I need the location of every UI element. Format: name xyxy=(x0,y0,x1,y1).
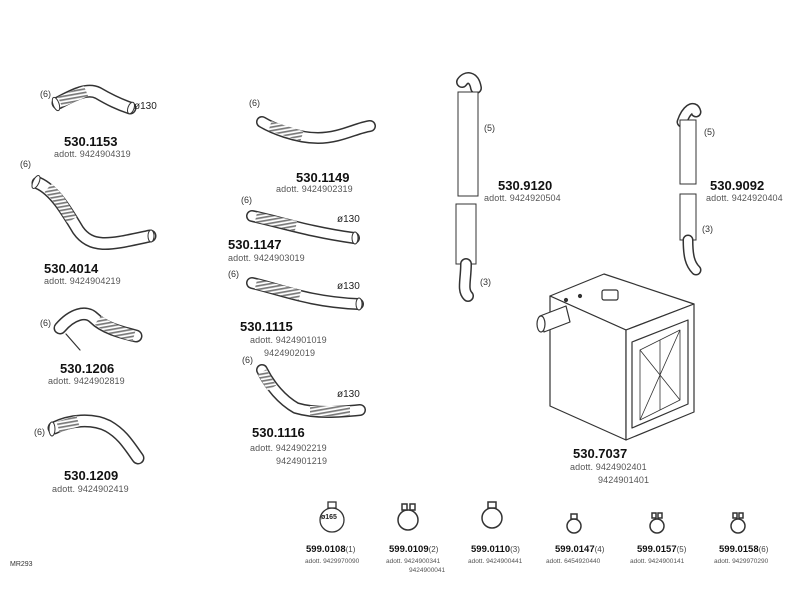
clamp-599-0108-number-text: 599.0108 xyxy=(306,544,346,555)
clamp-599-0110-adopt: adott. 9424900441 xyxy=(468,558,523,565)
clamp-599-0108-number[interactable]: 599.0108(1) xyxy=(306,544,355,555)
part-530-9092-adopt: adott. 9424920404 xyxy=(706,193,783,203)
clamp-599-0108-badge: ø165 xyxy=(321,514,337,521)
clamp-599-0110-qty: (3) xyxy=(510,545,520,554)
part-530-1116-diameter: ø130 xyxy=(337,389,360,400)
clamp-599-0108-adopt: adott. 9429970090 xyxy=(305,558,360,565)
clamp-599-0147-drawing xyxy=(566,513,582,534)
muffler-530-7037-drawing xyxy=(536,273,695,441)
part-530-1115-adopt-1: adott. 9424901019 xyxy=(250,335,327,345)
part-530-1147-diameter: ø130 xyxy=(337,214,360,225)
clamp-599-0109-drawing xyxy=(397,503,419,531)
part-530-1147-qty: (6) xyxy=(241,195,252,205)
part-530-9092-number[interactable]: 530.9092 xyxy=(710,178,765,193)
pipe-530-1116-drawing xyxy=(256,364,366,418)
pipe-530-1149-drawing xyxy=(256,116,376,145)
part-530-1209-number[interactable]: 530.1209 xyxy=(64,468,119,483)
part-530-1115-diameter: ø130 xyxy=(337,281,360,292)
clamp-599-0108-drawing xyxy=(319,501,345,533)
clamp-599-0147-qty: (4) xyxy=(594,545,605,554)
part-530-1115-qty: (6) xyxy=(228,269,239,279)
clamp-599-0157-adopt: adott. 9424900141 xyxy=(630,558,685,565)
part-530-7037-adopt-1: adott. 9424902401 xyxy=(570,462,647,472)
part-530-9120-qty-top: (5) xyxy=(484,123,495,133)
clamp-599-0147-number-text: 599.0147 xyxy=(555,544,595,555)
clamp-599-0158-drawing xyxy=(730,512,746,534)
part-530-1209-adopt: adott. 9424902419 xyxy=(52,484,129,494)
clamp-599-0109-adopt-1: adott. 9424900341 xyxy=(386,558,441,565)
clamp-599-0157-drawing xyxy=(649,512,665,534)
clamp-599-0109-number[interactable]: 599.0109(2) xyxy=(389,544,438,555)
clamp-599-0158-number[interactable]: 599.0158(6) xyxy=(719,544,768,555)
clamp-599-0158-adopt: adott. 9429970290 xyxy=(714,558,769,565)
clamp-599-0147-adopt: adott. 6454920440 xyxy=(546,558,601,565)
part-530-1149-adopt: adott. 9424902319 xyxy=(276,184,353,194)
pipe-530-9120-drawing xyxy=(455,72,482,302)
clamp-599-0109-number-text: 599.0109 xyxy=(389,544,429,555)
clamp-599-0110-number[interactable]: 599.0110(3) xyxy=(471,544,520,555)
part-530-7037-number[interactable]: 530.7037 xyxy=(573,446,628,461)
diagram-reference: MR293 xyxy=(10,561,33,568)
pipe-530-1153-drawing xyxy=(51,84,137,115)
clamp-599-0147-number[interactable]: 599.0147(4) xyxy=(555,544,604,555)
part-530-4014-qty: (6) xyxy=(20,159,31,169)
part-530-9120-adopt: adott. 9424920504 xyxy=(484,193,561,203)
part-530-9120-number[interactable]: 530.9120 xyxy=(498,178,553,193)
part-530-1153-qty: (6) xyxy=(40,89,51,99)
part-530-1206-qty: (6) xyxy=(40,318,51,328)
clamp-599-0158-number-text: 599.0158 xyxy=(719,544,759,555)
part-530-1116-qty: (6) xyxy=(242,355,253,365)
pipe-530-1209-drawing xyxy=(47,414,145,465)
clamp-599-0157-number-text: 599.0157 xyxy=(637,544,677,555)
part-530-9120-qty-bottom: (3) xyxy=(480,277,491,287)
part-530-4014-adopt: adott. 9424904219 xyxy=(44,276,121,286)
clamp-599-0108-qty: (1) xyxy=(345,545,356,554)
pipe-530-4014-drawing xyxy=(31,175,157,250)
clamp-599-0157-number[interactable]: 599.0157(5) xyxy=(637,544,686,555)
pipe-530-1115-drawing xyxy=(246,277,364,311)
part-530-1149-qty: (6) xyxy=(249,98,260,108)
part-530-4014-number[interactable]: 530.4014 xyxy=(44,261,99,276)
part-530-1115-adopt-2: 9424902019 xyxy=(264,348,316,358)
part-530-1206-adopt: adott. 9424902819 xyxy=(48,376,125,386)
clamp-599-0158-qty: (6) xyxy=(758,545,769,554)
part-530-9092-qty-bottom: (3) xyxy=(702,224,713,234)
part-530-7037-adopt-2: 9424901401 xyxy=(598,475,650,485)
part-530-1116-adopt-1: adott. 9424902219 xyxy=(250,443,327,453)
part-530-1116-adopt-2: 9424901219 xyxy=(276,456,328,466)
part-530-1149-number[interactable]: 530.1149 xyxy=(296,170,350,185)
clamp-599-0110-number-text: 599.0110 xyxy=(471,544,511,555)
part-530-1147-number[interactable]: 530.1147 xyxy=(228,237,282,252)
part-530-1206-number[interactable]: 530.1206 xyxy=(60,361,115,376)
part-530-1153-diameter: ø130 xyxy=(134,101,157,112)
part-530-1116-number[interactable]: 530.1116 xyxy=(252,425,305,440)
part-530-1147-adopt: adott. 9424903019 xyxy=(228,253,305,263)
clamp-599-0109-adopt-2: 9424900041 xyxy=(409,567,446,574)
part-530-1153-number[interactable]: 530.1153 xyxy=(64,134,118,149)
part-530-1115-number[interactable]: 530.1115 xyxy=(240,319,293,334)
part-530-1209-qty: (6) xyxy=(34,427,45,437)
clamp-599-0109-qty: (2) xyxy=(428,545,439,554)
pipe-530-1206-drawing xyxy=(53,307,143,351)
pipe-530-9092-drawing xyxy=(676,102,702,276)
part-530-1153-adopt: adott. 9424904319 xyxy=(54,149,131,159)
clamp-599-0157-qty: (5) xyxy=(676,545,687,554)
clamp-599-0110-drawing xyxy=(481,501,503,529)
pipe-530-1147-drawing xyxy=(246,210,360,245)
part-530-9092-qty-top: (5) xyxy=(704,127,715,137)
